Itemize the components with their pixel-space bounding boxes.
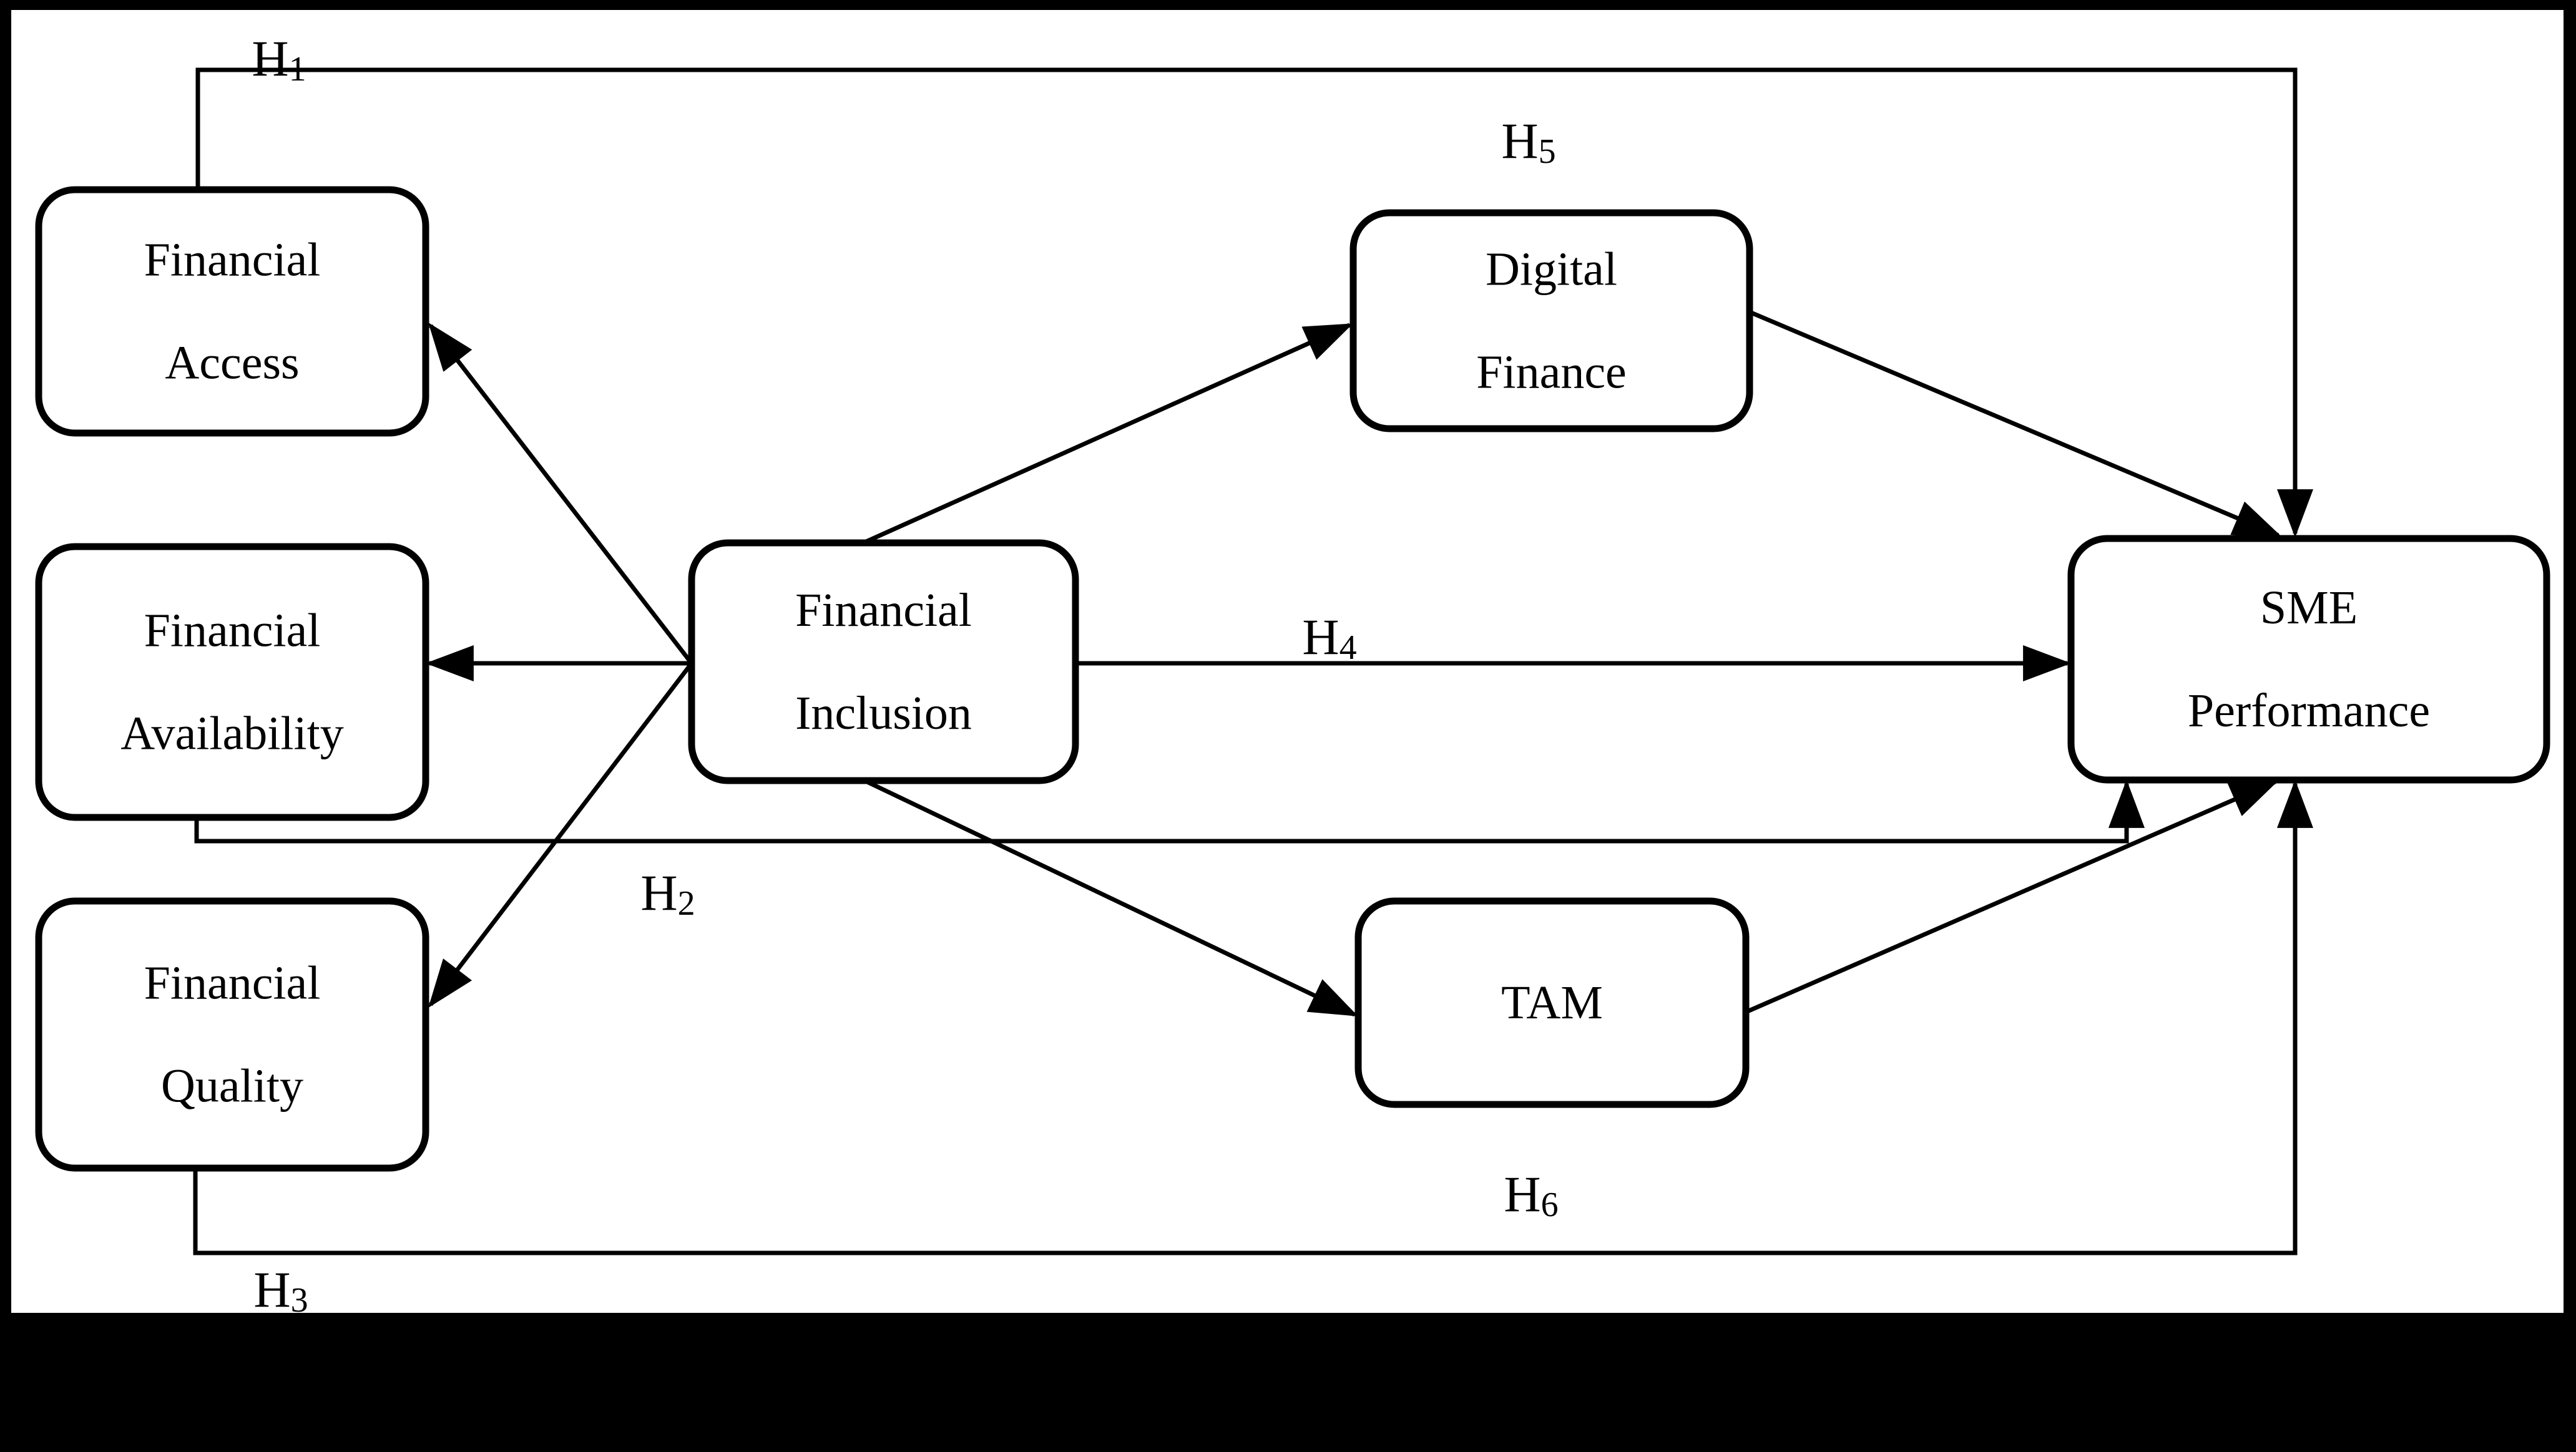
node-box-sme-performance [2067, 535, 2550, 784]
h2-label: H2 [640, 864, 695, 923]
edge-h1-access-to-sme-performance [195, 67, 2313, 538]
edge-inclusion-to-financial-access [428, 322, 693, 665]
h1-label: H1 [252, 30, 306, 89]
node-tam: TAM [1354, 897, 1750, 1108]
edge-h2-availability-to-sme-performance [194, 779, 2145, 844]
edge-digital-finance-to-sme-performance [1748, 309, 2282, 538]
node-box-digital-finance [1349, 209, 1753, 432]
node-label-tam: TAM [1501, 977, 1603, 1029]
edge-tam-to-sme-performance [1745, 779, 2279, 1015]
h3-label: H3 [253, 1261, 308, 1320]
h5-label: H5 [1501, 112, 1555, 172]
node-box-financial-access [35, 186, 429, 437]
edge-inclusion-to-financial-quality [428, 661, 693, 1008]
edge-h3-quality-to-sme-performance [193, 779, 2313, 1255]
node-box-financial-inclusion [688, 539, 1079, 784]
edge-inclusion-to-digital-finance [862, 323, 1353, 545]
edge-inclusion-to-tam [863, 778, 1358, 1017]
node-box-tam [1354, 897, 1750, 1108]
node-box-financial-quality [35, 897, 429, 1172]
node-box-financial-availability [35, 543, 429, 821]
edges-layer [193, 67, 2313, 1255]
h4-label: H4 [1302, 608, 1356, 668]
h6-label: H6 [1504, 1166, 1558, 1225]
